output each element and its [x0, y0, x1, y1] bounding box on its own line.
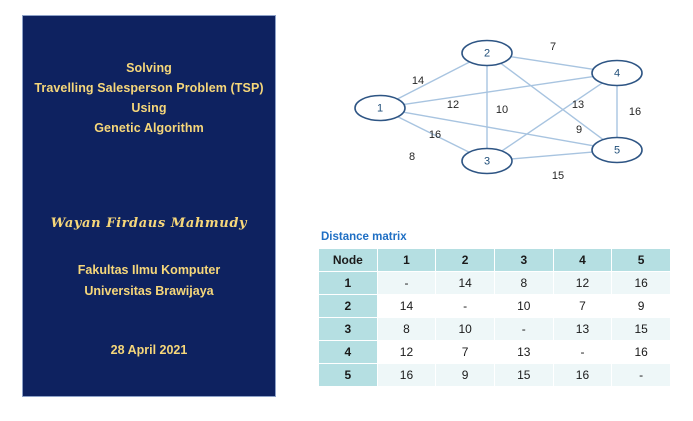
matrix-cell-1-4: 12 [552, 271, 613, 295]
title-panel: Solving Travelling Salesperson Problem (… [22, 15, 276, 397]
matrix-cell-2-1: 14 [376, 294, 437, 318]
graph-node-label-2: 2 [484, 48, 490, 60]
title-line-4: Genetic Algorithm [94, 121, 204, 135]
edge-weight-2-3: 10 [496, 104, 508, 116]
matrix-header-col-4: 4 [552, 248, 613, 272]
matrix-cell-5-5: - [611, 363, 671, 387]
matrix-row-header-5: 5 [318, 363, 378, 387]
graph-edge-2-4 [510, 55, 594, 71]
graph-node-label-4: 4 [614, 68, 620, 80]
graph-edges [397, 55, 618, 160]
matrix-cell-1-5: 16 [611, 271, 671, 295]
author-name: Wayan Firdaus Mahmudy [50, 216, 248, 231]
graph-node-1[interactable] [354, 94, 406, 122]
affiliation: Fakultas Ilmu Komputer Universitas Brawi… [23, 260, 275, 302]
matrix-cell-5-3: 15 [493, 363, 554, 387]
title-line-2: Travelling Salesperson Problem (TSP) [34, 81, 264, 95]
title-line-3: Using [131, 101, 167, 115]
matrix-cell-3-3: - [493, 317, 554, 341]
matrix-row-header-3: 3 [318, 317, 378, 341]
edge-weight-1-2: 14 [412, 75, 424, 87]
matrix-cell-2-2: - [435, 294, 495, 318]
graph-node-4[interactable] [591, 59, 643, 87]
graph-edge-1-2 [397, 61, 470, 100]
graph-edge-3-4 [501, 82, 603, 152]
matrix-header-col-5: 5 [611, 248, 671, 272]
edge-weight-1-5: 8 [409, 151, 415, 163]
graph-edge-1-3 [397, 116, 470, 153]
matrix-row-header-4: 4 [318, 340, 378, 364]
graph-node-2[interactable] [461, 39, 513, 67]
matrix-cell-4-2: 7 [435, 340, 495, 364]
affiliation-line-2: Universitas Brawijaya [84, 284, 214, 298]
edge-weight-3-4: 13 [572, 99, 584, 111]
edge-weight-1-4: 12 [447, 99, 459, 111]
edge-weight-1-3: 16 [429, 129, 441, 141]
presentation-date: 28 April 2021 [110, 343, 188, 357]
graph-edge-2-5 [500, 62, 604, 141]
matrix-cell-2-5: 9 [611, 294, 671, 318]
graph-node-label-5: 5 [614, 145, 620, 157]
matrix-header-node: Node [318, 248, 378, 272]
title-line-1: Solving [126, 61, 172, 75]
matrix-cell-5-1: 16 [376, 363, 437, 387]
matrix-cell-1-3: 8 [493, 271, 554, 295]
edge-weight-2-5: 9 [576, 124, 582, 136]
matrix-cell-4-1: 12 [376, 340, 437, 364]
matrix-cell-3-2: 10 [435, 317, 495, 341]
distance-matrix-caption: Distance matrix [321, 231, 407, 243]
matrix-cell-5-4: 16 [552, 363, 613, 387]
matrix-header-col-2: 2 [435, 248, 495, 272]
graph-edge-1-5 [403, 111, 594, 147]
matrix-cell-2-3: 10 [493, 294, 554, 318]
matrix-cell-3-5: 15 [611, 317, 671, 341]
graph-node-label-3: 3 [484, 156, 490, 168]
affiliation-line-1: Fakultas Ilmu Komputer [77, 263, 221, 277]
matrix-row-header-1: 1 [318, 271, 378, 295]
matrix-header-col-3: 3 [493, 248, 554, 272]
edge-weight-3-5: 15 [552, 170, 564, 182]
graph-node-label-1: 1 [377, 103, 383, 115]
graph-edge-1-4 [403, 75, 594, 106]
matrix-header-col-1: 1 [376, 248, 437, 272]
matrix-cell-4-5: 16 [611, 340, 671, 364]
matrix-cell-3-4: 13 [552, 317, 613, 341]
graph-node-5[interactable] [591, 136, 643, 164]
matrix-cell-4-4: - [552, 340, 613, 364]
matrix-cell-3-1: 8 [376, 317, 437, 341]
graph-edge-3-5 [511, 151, 593, 160]
matrix-cell-1-1: - [376, 271, 437, 295]
presentation-title: Solving Travelling Salesperson Problem (… [23, 58, 275, 138]
graph-edge-weights: 14 12 16 8 7 10 9 13 15 16 [409, 41, 641, 182]
matrix-cell-5-2: 9 [435, 363, 495, 387]
graph-node-3[interactable] [461, 147, 513, 175]
matrix-cell-4-3: 13 [493, 340, 554, 364]
matrix-row-header-2: 2 [318, 294, 378, 318]
matrix-cell-1-2: 14 [435, 271, 495, 295]
edge-weight-4-5: 16 [629, 106, 641, 118]
matrix-cell-2-4: 7 [552, 294, 613, 318]
edge-weight-2-4: 7 [550, 41, 556, 53]
